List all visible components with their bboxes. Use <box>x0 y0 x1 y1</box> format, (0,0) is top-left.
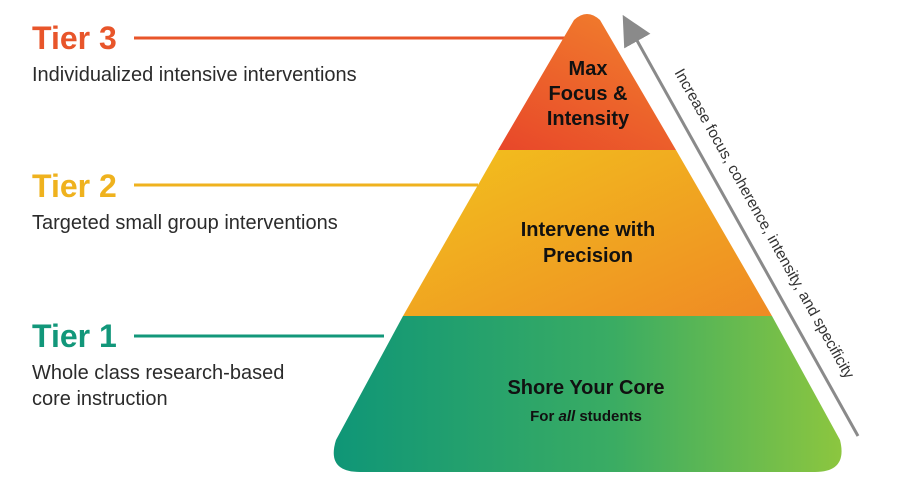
pyramid-tier-2 <box>403 150 772 316</box>
tier-3-description: Individualized intensive interventions <box>32 64 357 86</box>
tier-1-description: Whole class research-based core instruct… <box>32 362 285 410</box>
pyramid-tier-2-line-2: Precision <box>543 245 633 267</box>
increase-arrow <box>622 14 860 437</box>
tier-2-title: Tier 2 <box>32 168 117 204</box>
pyramid-tier-3-line-1: Max <box>569 58 608 80</box>
subtext-prefix: For <box>530 408 558 425</box>
pyramid-tier-2-line-1: Intervene with <box>521 219 655 241</box>
pyramid-tier-1 <box>333 316 842 472</box>
pyramid-tier-3-line-3: Intensity <box>547 108 630 130</box>
pyramid-tier-1-line-1: Shore Your Core <box>507 377 664 399</box>
subtext-emphasis: all <box>558 408 576 425</box>
tier-1-title: Tier 1 <box>32 318 117 354</box>
pyramid-tier-1-subtext: For all students <box>530 408 642 425</box>
tier-3-title: Tier 3 <box>32 20 117 56</box>
tier-3-label-group: Tier 3 Individualized intensive interven… <box>32 22 357 88</box>
subtext-suffix: students <box>575 408 642 425</box>
tier-2-description: Targeted small group interventions <box>32 212 338 234</box>
pyramid-tier-3-line-2: Focus & <box>549 83 628 105</box>
tier-2-label-group: Tier 2 Targeted small group intervention… <box>32 170 338 236</box>
pyramid-tier-3 <box>498 14 676 150</box>
tier-1-label-group: Tier 1 Whole class research-based core i… <box>32 320 284 412</box>
